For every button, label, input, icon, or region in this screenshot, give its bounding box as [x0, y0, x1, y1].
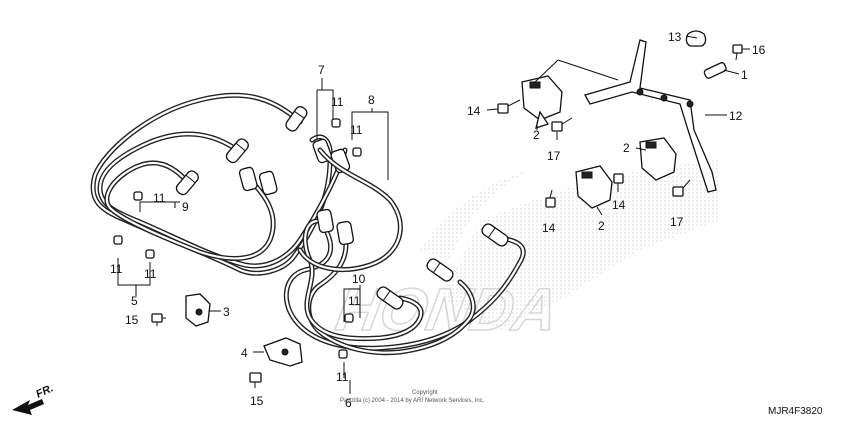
callout-3: 3: [223, 305, 230, 319]
callout-17-lower: 17: [670, 215, 684, 229]
bolt-15-upper: [151, 313, 163, 326]
copyright-line-2: Partzilla (c) 2004 - 2014 by ARI Network…: [340, 398, 485, 404]
callout-8: 8: [368, 93, 375, 107]
bolt-17-lower: [672, 179, 691, 197]
front-label: FR.: [34, 382, 55, 400]
bolt-14-middle: [545, 189, 556, 208]
callout-16: 16: [752, 43, 766, 57]
ignition-coil-upper: [521, 75, 563, 129]
callout-7: 7: [318, 63, 325, 77]
coil-bracket-12: [584, 39, 717, 193]
bolt-16: [732, 44, 743, 61]
bracket-4: [263, 337, 303, 367]
front-indicator: FR.: [12, 382, 55, 415]
callout-17-upper: 17: [547, 149, 561, 163]
callout-2-right: 2: [623, 141, 630, 155]
copyright-block: Copyright Partzilla (c) 2004 - 2014 by A…: [340, 390, 485, 404]
callout-11-d: 11: [110, 262, 123, 276]
callout-13: 13: [668, 30, 682, 44]
ignition-cable-set-left: [90, 92, 351, 276]
callout-15-upper: 15: [125, 313, 139, 327]
cable-clips: [113, 118, 362, 359]
leader-lines: [117, 35, 750, 394]
diagram-code: MJR4F3820: [768, 406, 823, 417]
callout-4: 4: [241, 346, 248, 360]
copyright-line-1: Copyright: [412, 390, 438, 396]
callout-1: 1: [741, 68, 748, 82]
bracket-3: [185, 293, 211, 327]
front-arrow-icon: [12, 399, 44, 415]
callout-12: 12: [729, 109, 743, 123]
part-1: [703, 62, 727, 79]
callout-2-middle: 2: [598, 219, 605, 233]
ignition-cable-set-right: [283, 147, 526, 356]
bolt-15-lower: [249, 372, 262, 388]
callout-labels: 13 16 1 12 14 2 17 2 14 2 14 17 7 11 8 1…: [110, 30, 766, 410]
bolt-17-upper: [551, 117, 573, 132]
callout-9: 9: [182, 200, 189, 214]
callout-6: 6: [345, 396, 352, 410]
bolt-14-upper: [497, 99, 521, 114]
callout-10: 10: [352, 272, 366, 286]
bolt-14-right: [613, 173, 624, 192]
callout-14-right: 14: [612, 198, 626, 212]
callout-14-upper: 14: [467, 104, 481, 118]
ignition-coil-right: [639, 137, 677, 181]
callout-11-e: 11: [144, 267, 157, 281]
callout-11-c: 11: [153, 191, 166, 205]
callout-2-upper: 2: [533, 128, 540, 142]
callout-15-lower: 15: [250, 394, 264, 408]
callout-11-b: 11: [350, 123, 363, 137]
ignition-coil-middle: [575, 165, 613, 209]
callout-11-f: 11: [348, 294, 361, 308]
callout-14-middle: 14: [542, 221, 556, 235]
callout-11-g: 11: [336, 370, 349, 384]
clamp-13: [685, 30, 707, 47]
callout-5: 5: [131, 294, 138, 308]
callout-11-a: 11: [331, 95, 344, 109]
